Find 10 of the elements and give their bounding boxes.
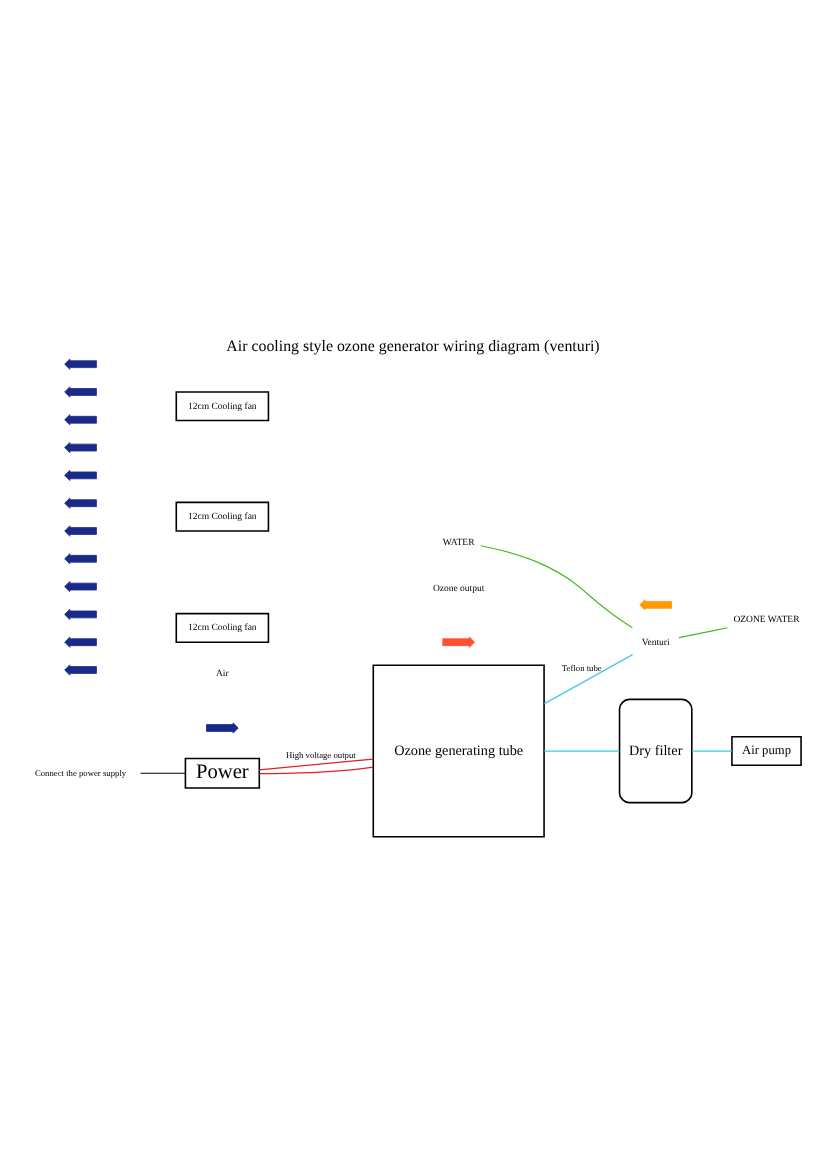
connector [543, 749, 620, 751]
connector [543, 653, 634, 704]
connector [678, 626, 729, 638]
connector [258, 765, 374, 774]
diagram-title: Air cooling style ozone generator wiring diagram (venturi) [226, 336, 600, 355]
connector [140, 771, 186, 773]
connector [691, 749, 733, 751]
connector [480, 544, 633, 628]
node-box: Power [184, 756, 261, 788]
connector [258, 757, 374, 770]
